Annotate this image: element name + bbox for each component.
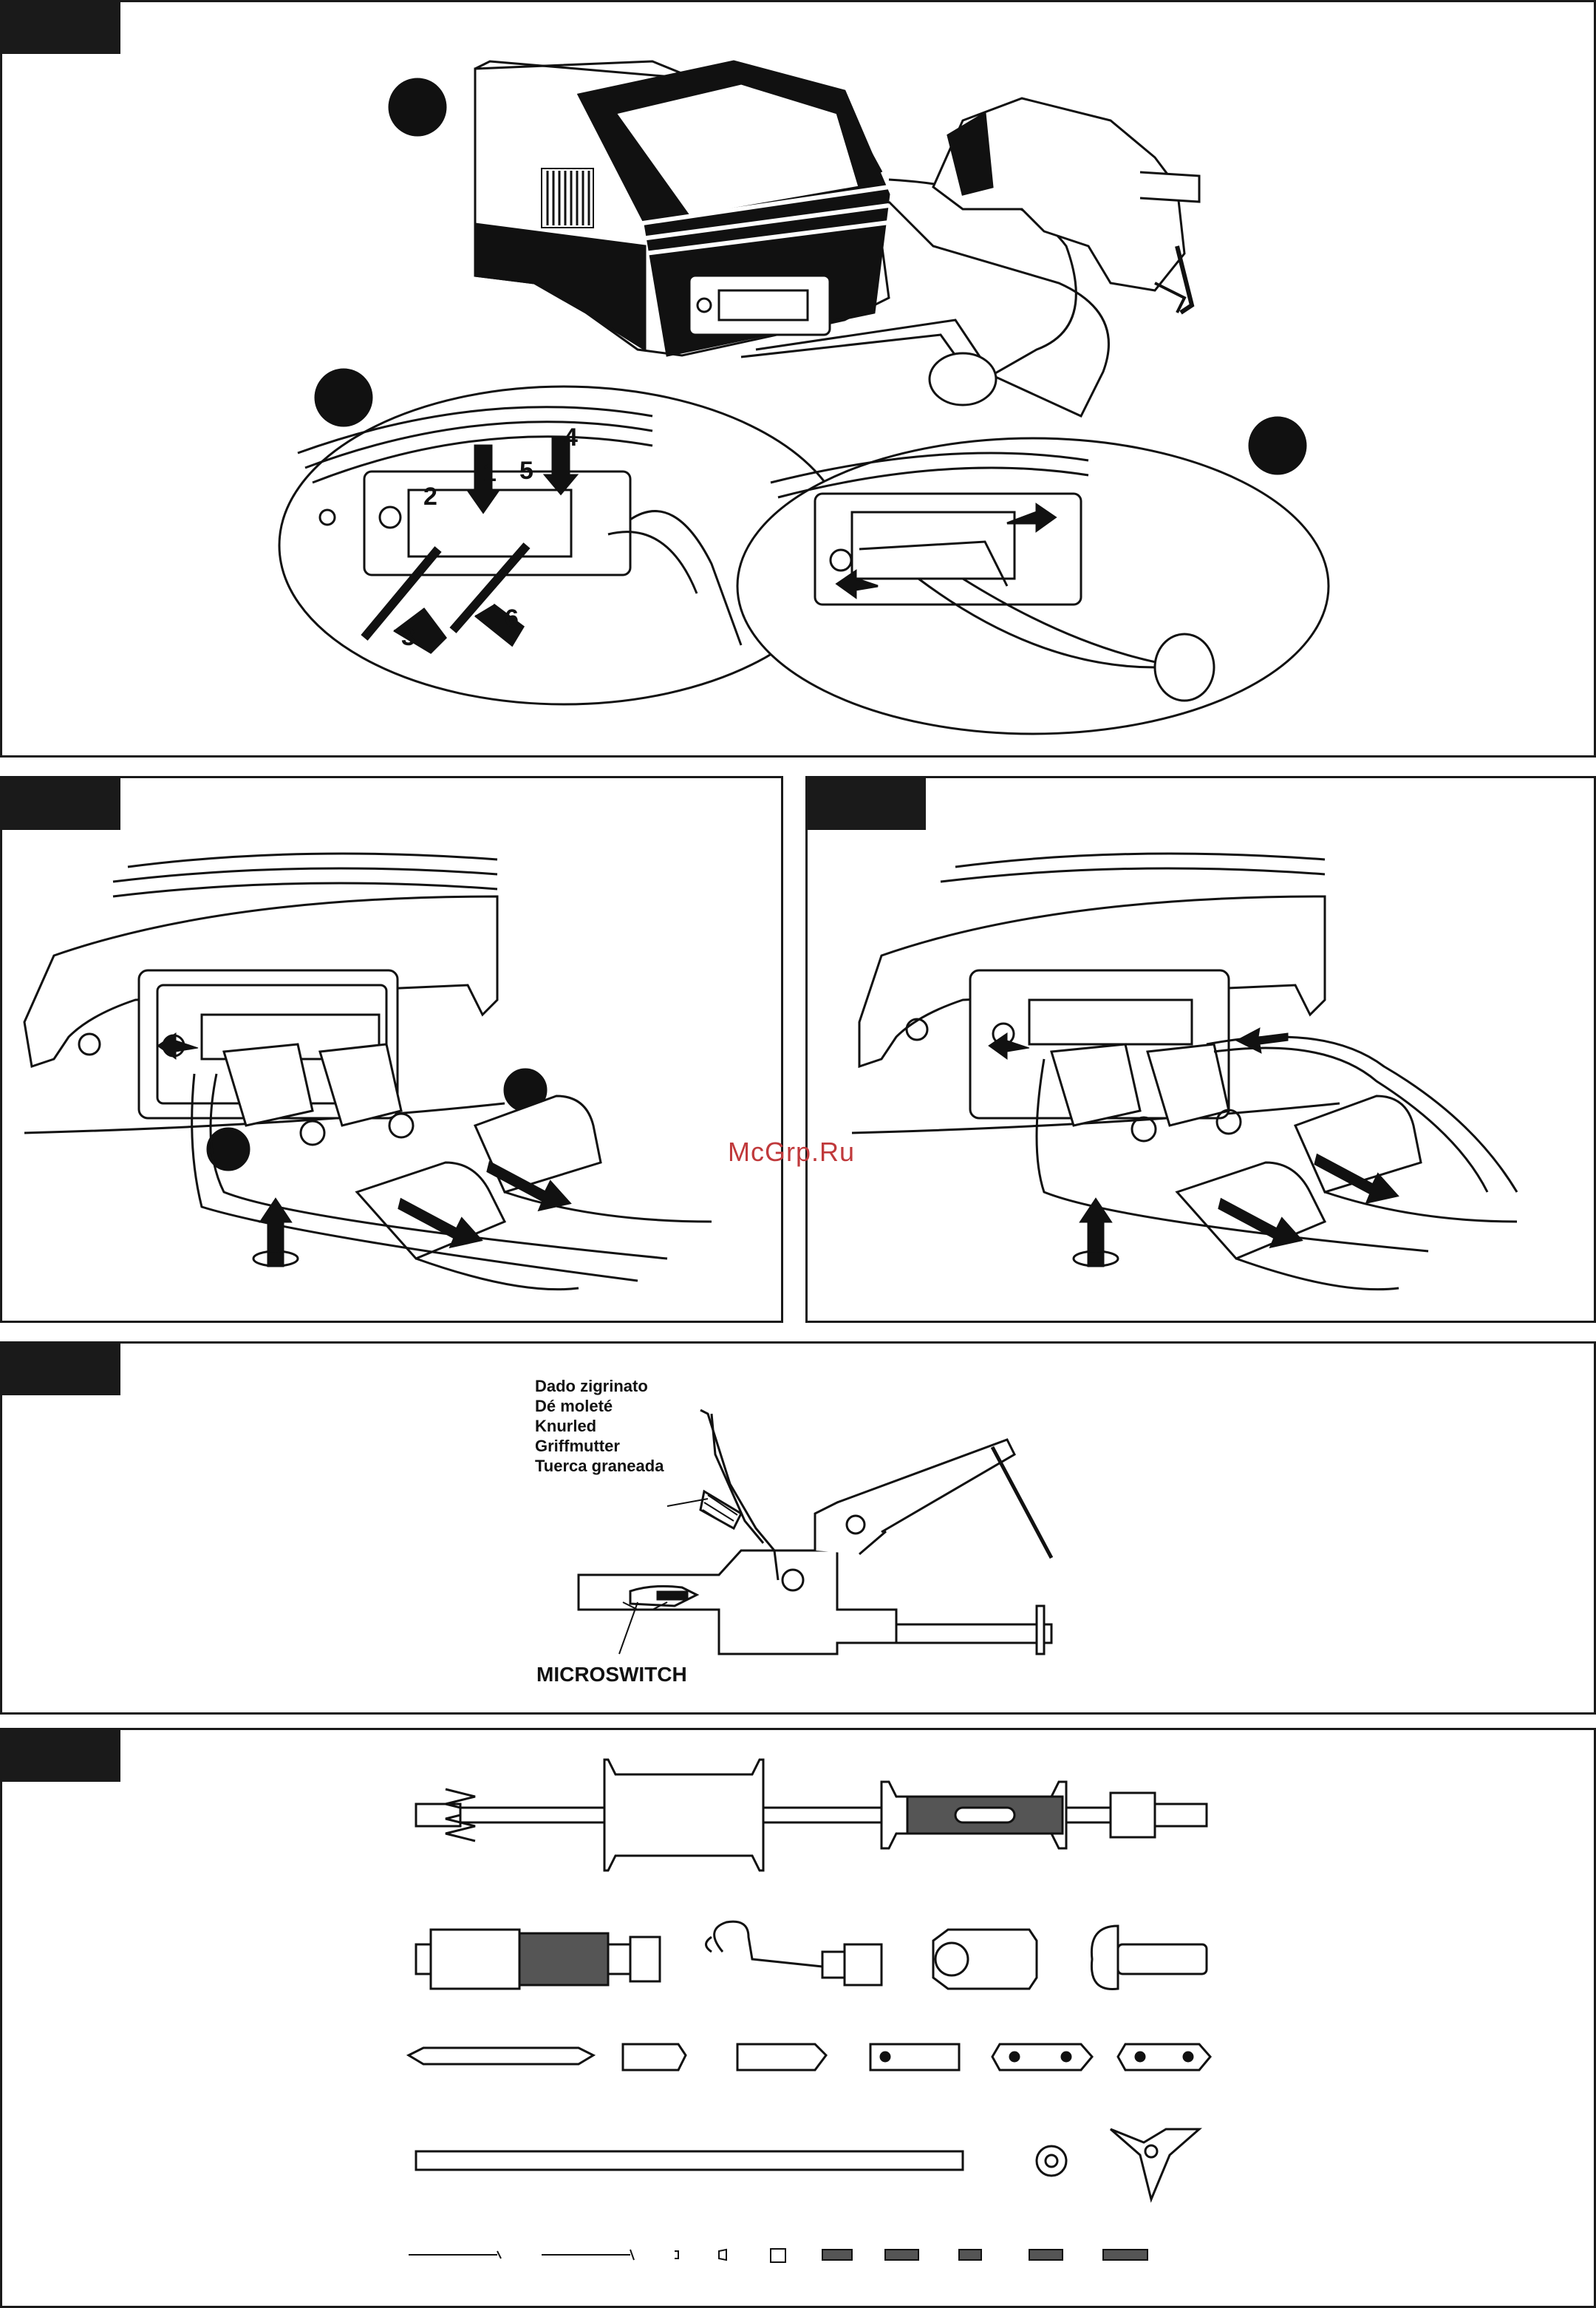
fastener-row bbox=[409, 2249, 1147, 2262]
callout-dot bbox=[1249, 418, 1306, 474]
welder-machine bbox=[475, 61, 889, 355]
panel-accessory-kit bbox=[0, 1728, 1596, 2308]
microswitch-illustration bbox=[2, 1344, 1594, 1712]
knurled-nut-labels: Dado zigrinato Dé moleté Knurled Griffmu… bbox=[535, 1376, 664, 1476]
accessory-kit-illustration bbox=[2, 1730, 1594, 2306]
slide-hammer bbox=[416, 1760, 1207, 1870]
claw-adapter bbox=[1091, 1926, 1207, 1989]
panel-machine-overview: 1 2 3 4 5 6 bbox=[0, 0, 1596, 758]
panel-microswitch bbox=[0, 1341, 1596, 1715]
callout-dot bbox=[389, 79, 446, 135]
sensor-connection-illustration bbox=[808, 778, 1594, 1321]
step-number-5: 5 bbox=[519, 457, 533, 485]
coupling-nut bbox=[933, 1930, 1037, 1989]
machine-illustration: 1 2 3 4 5 6 bbox=[2, 2, 1594, 755]
step-number-4: 4 bbox=[564, 423, 578, 452]
watermark-text: McGrp.Ru bbox=[728, 1137, 855, 1168]
microswitch-label: MICROSWITCH bbox=[536, 1663, 687, 1686]
welding-gun bbox=[933, 98, 1199, 313]
label-spanish: Tuerca graneada bbox=[535, 1456, 664, 1476]
hook-tool bbox=[706, 1921, 882, 1985]
step-number-1: 1 bbox=[482, 459, 497, 487]
star-tool bbox=[1111, 2129, 1199, 2199]
label-italian: Dado zigrinato bbox=[535, 1376, 664, 1396]
label-english: Knurled bbox=[535, 1416, 664, 1436]
cable-connection-illustration bbox=[2, 778, 781, 1321]
step-number-6: 6 bbox=[505, 605, 519, 633]
step-number-3: 3 bbox=[401, 623, 415, 651]
callout-dot bbox=[316, 370, 372, 426]
panel-cable-connection bbox=[0, 776, 783, 1323]
label-french: Dé moleté bbox=[535, 1396, 664, 1416]
pin-row bbox=[409, 2044, 1210, 2070]
step-number-2: 2 bbox=[423, 483, 437, 511]
panel-sensor-connection bbox=[805, 776, 1596, 1323]
puller-adapter bbox=[416, 1930, 660, 1989]
label-german: Griffmutter bbox=[535, 1436, 664, 1456]
long-rod bbox=[416, 2151, 963, 2170]
